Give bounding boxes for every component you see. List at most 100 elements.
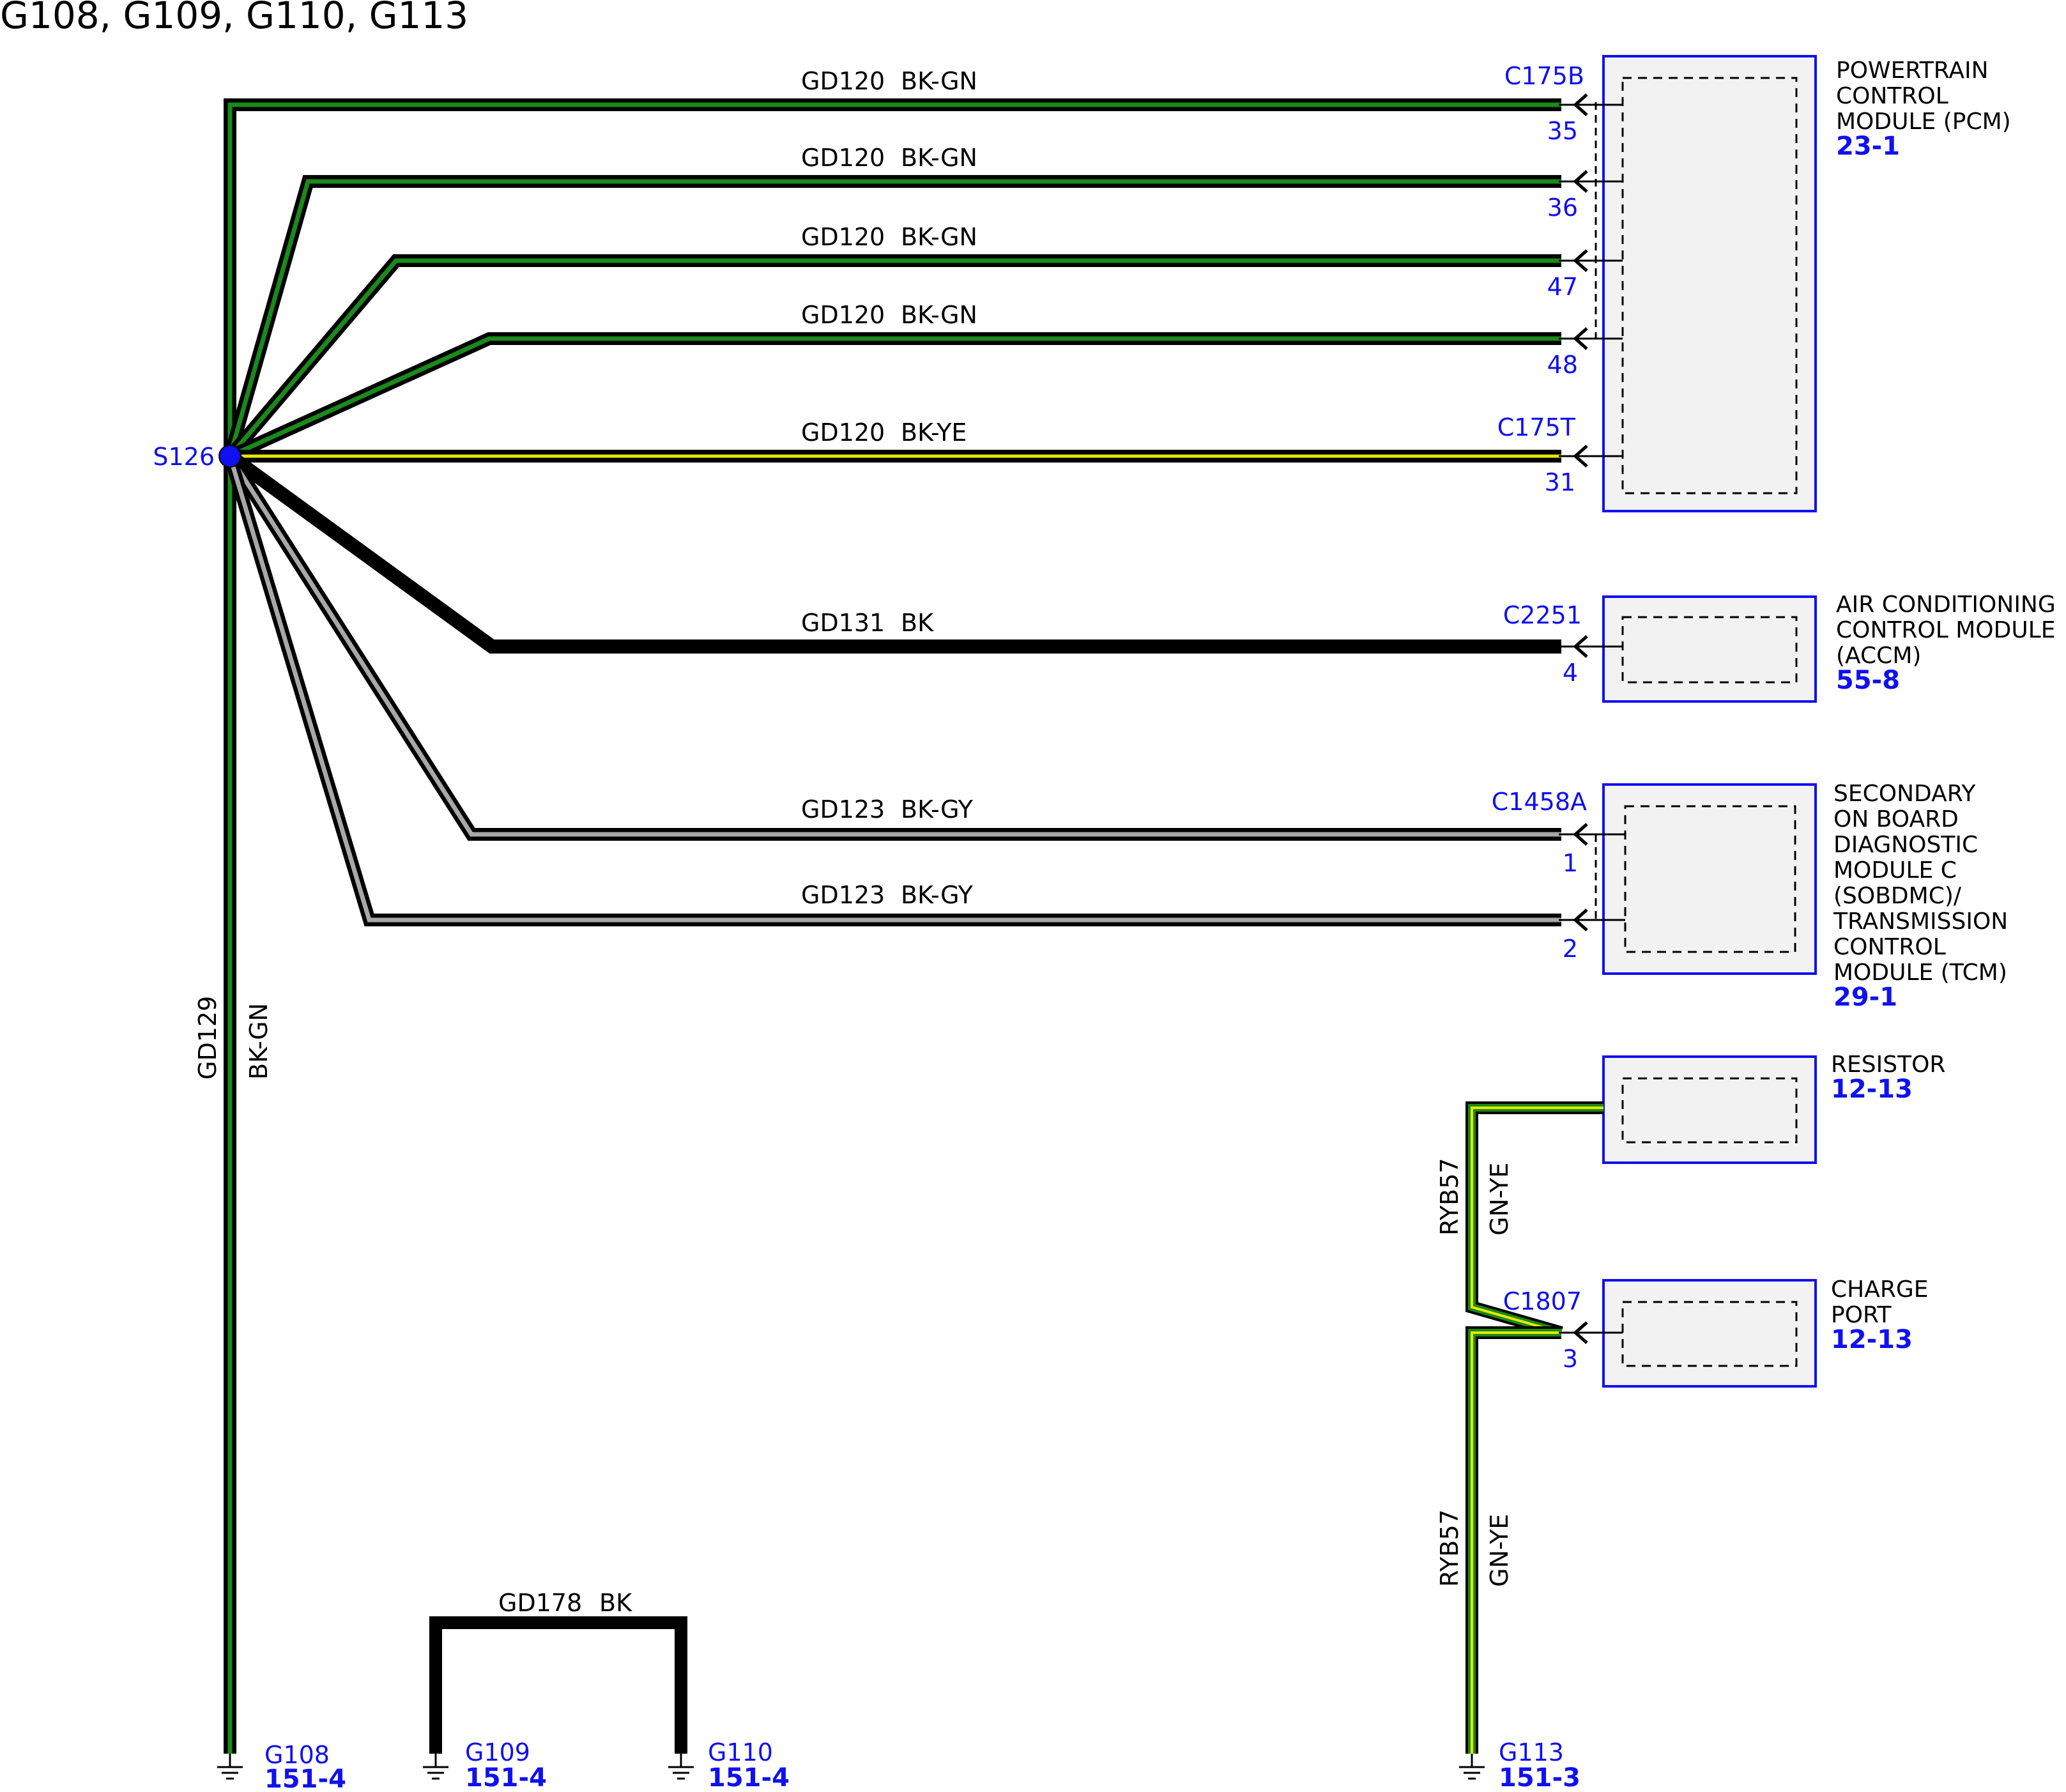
wire35-color: BK-GN	[901, 67, 977, 95]
charge-port-label-line: CHARGE	[1831, 1276, 1929, 1303]
pin-number-36: 36	[1547, 194, 1578, 222]
pin-terminal-1	[1559, 823, 1625, 846]
connector-c175b[interactable]: C175B	[1504, 62, 1584, 90]
wire-gd131-pin4[interactable]	[226, 450, 1561, 654]
wire36-color: BK-GN	[901, 144, 977, 172]
ground-g113-name[interactable]: G113	[1499, 1738, 1564, 1766]
wire-ryb57-lower[interactable]	[1465, 1326, 1561, 1754]
ground-icon	[217, 1754, 243, 1780]
resistor-box	[1602, 1055, 1817, 1164]
ground-g109-page: 151-4	[465, 1763, 547, 1792]
ground-g110-name[interactable]: G110	[708, 1738, 773, 1766]
pcm-label-line: POWERTRAIN	[1836, 57, 1989, 84]
resistor-page-ref: 12-13	[1831, 1075, 1913, 1104]
tcm-box	[1602, 783, 1817, 975]
tcm-page-ref: 29-1	[1833, 983, 1897, 1012]
splice-s126[interactable]	[218, 445, 241, 468]
connector-c2251[interactable]: C2251	[1503, 601, 1582, 629]
charge-port-label-line: PORT	[1831, 1302, 1892, 1328]
jumper-color: BK	[599, 1589, 632, 1617]
pcm-label-line: MODULE (PCM)	[1836, 109, 2011, 135]
vertical-wire-circuit: GD129	[194, 996, 222, 1080]
pin-terminal-31	[1559, 445, 1623, 468]
pin-terminal-36	[1559, 170, 1623, 193]
wire2-circuit: GD123	[801, 881, 885, 909]
accm-label-line: CONTROL MODULE	[1836, 617, 2056, 643]
tcm-label-line: ON BOARD	[1833, 806, 1959, 832]
pcm-component[interactable]	[1602, 55, 1817, 512]
pin-terminal-48	[1559, 327, 1623, 350]
pcm-inner-dashed	[1621, 77, 1798, 494]
wire4-circuit: GD131	[801, 609, 885, 637]
connector-c175t[interactable]: C175T	[1497, 413, 1576, 441]
ground-icon	[1459, 1754, 1485, 1780]
pin-number-35: 35	[1547, 117, 1578, 145]
ground-g113-page: 151-3	[1499, 1763, 1580, 1792]
ryb-lower-color: GN-YE	[1485, 1514, 1513, 1587]
tcm-inner-dashed	[1624, 805, 1796, 953]
pin-number-4: 4	[1563, 659, 1578, 687]
ryb-lower-circuit: RYB57	[1435, 1509, 1464, 1587]
wire35-circuit: GD120	[801, 67, 885, 95]
wire31-circuit: GD120	[801, 418, 885, 447]
pin-terminal-4	[1559, 635, 1623, 658]
wire-gd120-pin36[interactable]	[224, 175, 1561, 458]
resistor-label: RESISTOR 12-13	[1831, 1052, 1945, 1104]
accm-component[interactable]	[1602, 595, 1817, 703]
resistor-label-line: RESISTOR	[1831, 1052, 1945, 1078]
pin-number-47: 47	[1547, 273, 1578, 301]
charge-port-inner-dashed	[1621, 1301, 1798, 1367]
tcm-label-line: TRANSMISSION	[1833, 908, 2008, 935]
pin-number-2: 2	[1563, 935, 1578, 963]
pin-number-31: 31	[1545, 468, 1575, 496]
ground-g108-name[interactable]: G108	[264, 1741, 330, 1769]
ground-icon	[668, 1754, 694, 1780]
wire-ryb57-upper[interactable]	[1465, 1101, 1603, 1339]
tcm-label-line: (SOBDMC)/	[1833, 883, 1962, 909]
wire1-color: BK-GY	[901, 795, 974, 823]
splice-s126-label: S126	[153, 443, 215, 471]
connector-c1458a[interactable]: C1458A	[1492, 788, 1587, 816]
accm-inner-dashed	[1621, 616, 1798, 684]
accm-label-line: (ACCM)	[1836, 643, 1921, 669]
wire47-color: BK-GN	[901, 223, 977, 251]
accm-label: AIR CONDITIONING CONTROL MODULE (ACCM) 5…	[1836, 592, 2056, 695]
tcm-label-line: SECONDARY	[1833, 781, 1976, 807]
pin-number-48: 48	[1547, 351, 1578, 379]
wire36-circuit: GD120	[801, 144, 885, 172]
wire-gd120-pin47[interactable]	[225, 254, 1561, 461]
ryb-upper-color: GN-YE	[1485, 1163, 1513, 1236]
tcm-component[interactable]	[1602, 783, 1817, 975]
wire-gd178-jumper[interactable]	[429, 1616, 687, 1754]
ground-g109-name[interactable]: G109	[465, 1738, 530, 1766]
pcm-label: POWERTRAIN CONTROL MODULE (PCM) 23-1	[1836, 57, 2011, 161]
ryb-upper-circuit: RYB57	[1435, 1158, 1464, 1236]
wire4-color: BK	[901, 609, 934, 637]
wire1-circuit: GD123	[801, 795, 885, 823]
wire-gd120-pin35[interactable]	[224, 98, 1561, 1754]
wire-gd123-pin2[interactable]	[224, 454, 1561, 926]
pin-terminal-3	[1559, 1321, 1623, 1344]
tcm-label: SECONDARY ON BOARD DIAGNOSTIC MODULE C (…	[1833, 781, 2008, 1012]
wire48-color: BK-GN	[901, 301, 977, 329]
tcm-label-line: DIAGNOSTIC	[1833, 832, 1978, 858]
resistor-component[interactable]	[1602, 1055, 1817, 1164]
wire31-color: BK-YE	[901, 418, 967, 447]
wire-gd120-pin48[interactable]	[227, 332, 1561, 463]
tcm-label-line: MODULE (TCM)	[1833, 960, 2007, 986]
tcm-label-line: MODULE C	[1833, 857, 1957, 884]
pin-terminal-35	[1559, 93, 1623, 116]
jumper-circuit: GD178	[498, 1589, 582, 1617]
charge-port-component[interactable]	[1602, 1279, 1817, 1388]
accm-page-ref: 55-8	[1836, 666, 1900, 695]
wire48-circuit: GD120	[801, 301, 885, 329]
connector-c1807[interactable]: C1807	[1503, 1287, 1582, 1315]
accm-label-line: AIR CONDITIONING	[1836, 592, 2056, 618]
resistor-inner-dashed	[1621, 1077, 1798, 1144]
pcm-box	[1602, 55, 1817, 512]
vertical-wire-color: BK-GN	[245, 1003, 273, 1080]
pin-terminal-2	[1559, 908, 1625, 931]
ground-icon	[423, 1754, 448, 1780]
wire-gd123-pin1[interactable]	[224, 452, 1561, 841]
